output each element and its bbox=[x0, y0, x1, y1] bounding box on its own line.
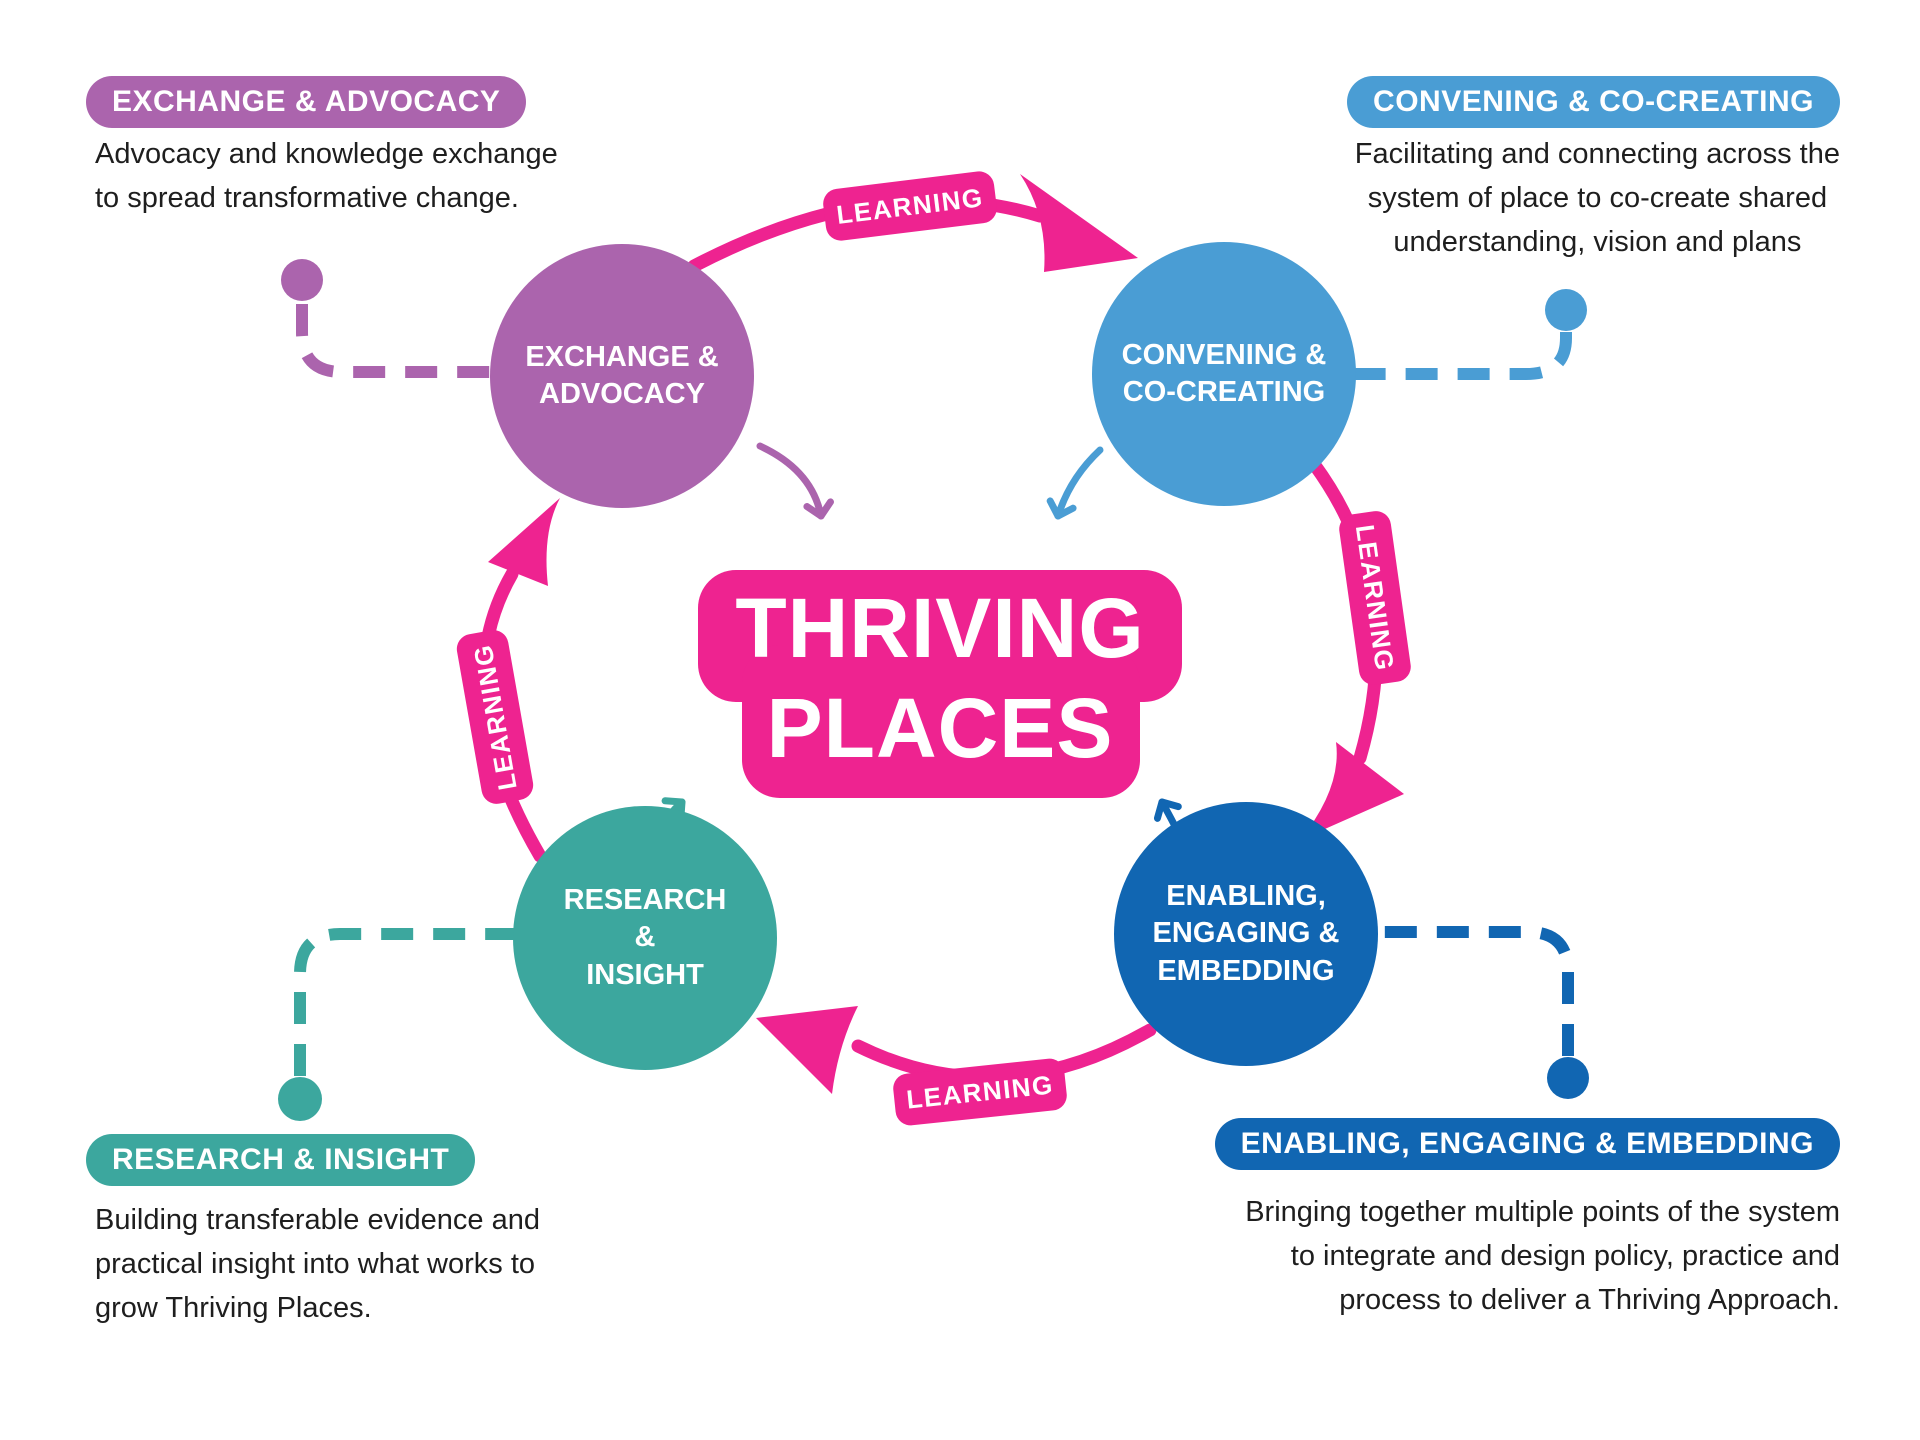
connector-dot-exchange bbox=[281, 259, 323, 301]
connector-convening bbox=[1354, 332, 1572, 380]
circle-research-insight: RESEARCH & INSIGHT bbox=[513, 806, 777, 1070]
arrowhead-right-icon bbox=[1300, 742, 1404, 840]
arrowhead-left-icon bbox=[488, 498, 560, 586]
callout-convening: CONVENING & CO-CREATING bbox=[1347, 76, 1840, 128]
connector-dot-research bbox=[278, 1077, 322, 1121]
callout-exchange-heading: EXCHANGE & ADVOCACY bbox=[86, 76, 527, 128]
arrowhead-top-icon bbox=[1020, 174, 1138, 272]
arrowhead-bottom-icon bbox=[756, 1006, 858, 1094]
circle-convening-cocreating: CONVENING & CO-CREATING bbox=[1092, 242, 1356, 506]
callout-research: RESEARCH & INSIGHT bbox=[86, 1134, 476, 1186]
connector-enabling bbox=[1378, 926, 1574, 1056]
callout-exchange-description: Advocacy and knowledge exchange to sprea… bbox=[95, 138, 558, 214]
circle-enabling-engaging-embedding: ENABLING, ENGAGING & EMBEDDING bbox=[1114, 802, 1378, 1066]
callout-research-heading: RESEARCH & INSIGHT bbox=[86, 1134, 476, 1186]
circle-exchange-label: EXCHANGE & ADVOCACY bbox=[525, 340, 719, 410]
callout-enabling-heading: ENABLING, ENGAGING & EMBEDDING bbox=[1214, 1118, 1840, 1170]
inner-arrow-convening-icon bbox=[1046, 446, 1104, 520]
center-logo-bottom-shape bbox=[742, 645, 1140, 798]
callout-enabling-description: Bringing together multiple points of the… bbox=[1245, 1196, 1840, 1316]
circle-exchange-advocacy: EXCHANGE & ADVOCACY bbox=[490, 244, 754, 508]
connector-exchange bbox=[296, 304, 494, 378]
callout-exchange: EXCHANGE & ADVOCACY bbox=[86, 76, 527, 128]
circle-research-label: RESEARCH & INSIGHT bbox=[563, 884, 727, 991]
callout-research-description: Building transferable evidence and pract… bbox=[95, 1204, 540, 1324]
callout-convening-description: Facilitating and connecting across the s… bbox=[1354, 138, 1840, 258]
connector-dot-enabling bbox=[1547, 1057, 1589, 1099]
center-title-line2: PLACES bbox=[766, 681, 1114, 775]
connector-research bbox=[294, 928, 514, 1076]
circle-convening-label: CONVENING & CO-CREATING bbox=[1121, 338, 1327, 408]
circle-enabling-label: ENABLING, ENGAGING & EMBEDDING bbox=[1152, 880, 1340, 987]
center-title-line1: THRIVING bbox=[735, 581, 1145, 675]
inner-arrow-exchange-icon bbox=[756, 442, 834, 520]
connector-dot-convening bbox=[1545, 289, 1587, 331]
callout-enabling: ENABLING, ENGAGING & EMBEDDING bbox=[1214, 1118, 1840, 1170]
callout-convening-heading: CONVENING & CO-CREATING bbox=[1347, 76, 1840, 128]
